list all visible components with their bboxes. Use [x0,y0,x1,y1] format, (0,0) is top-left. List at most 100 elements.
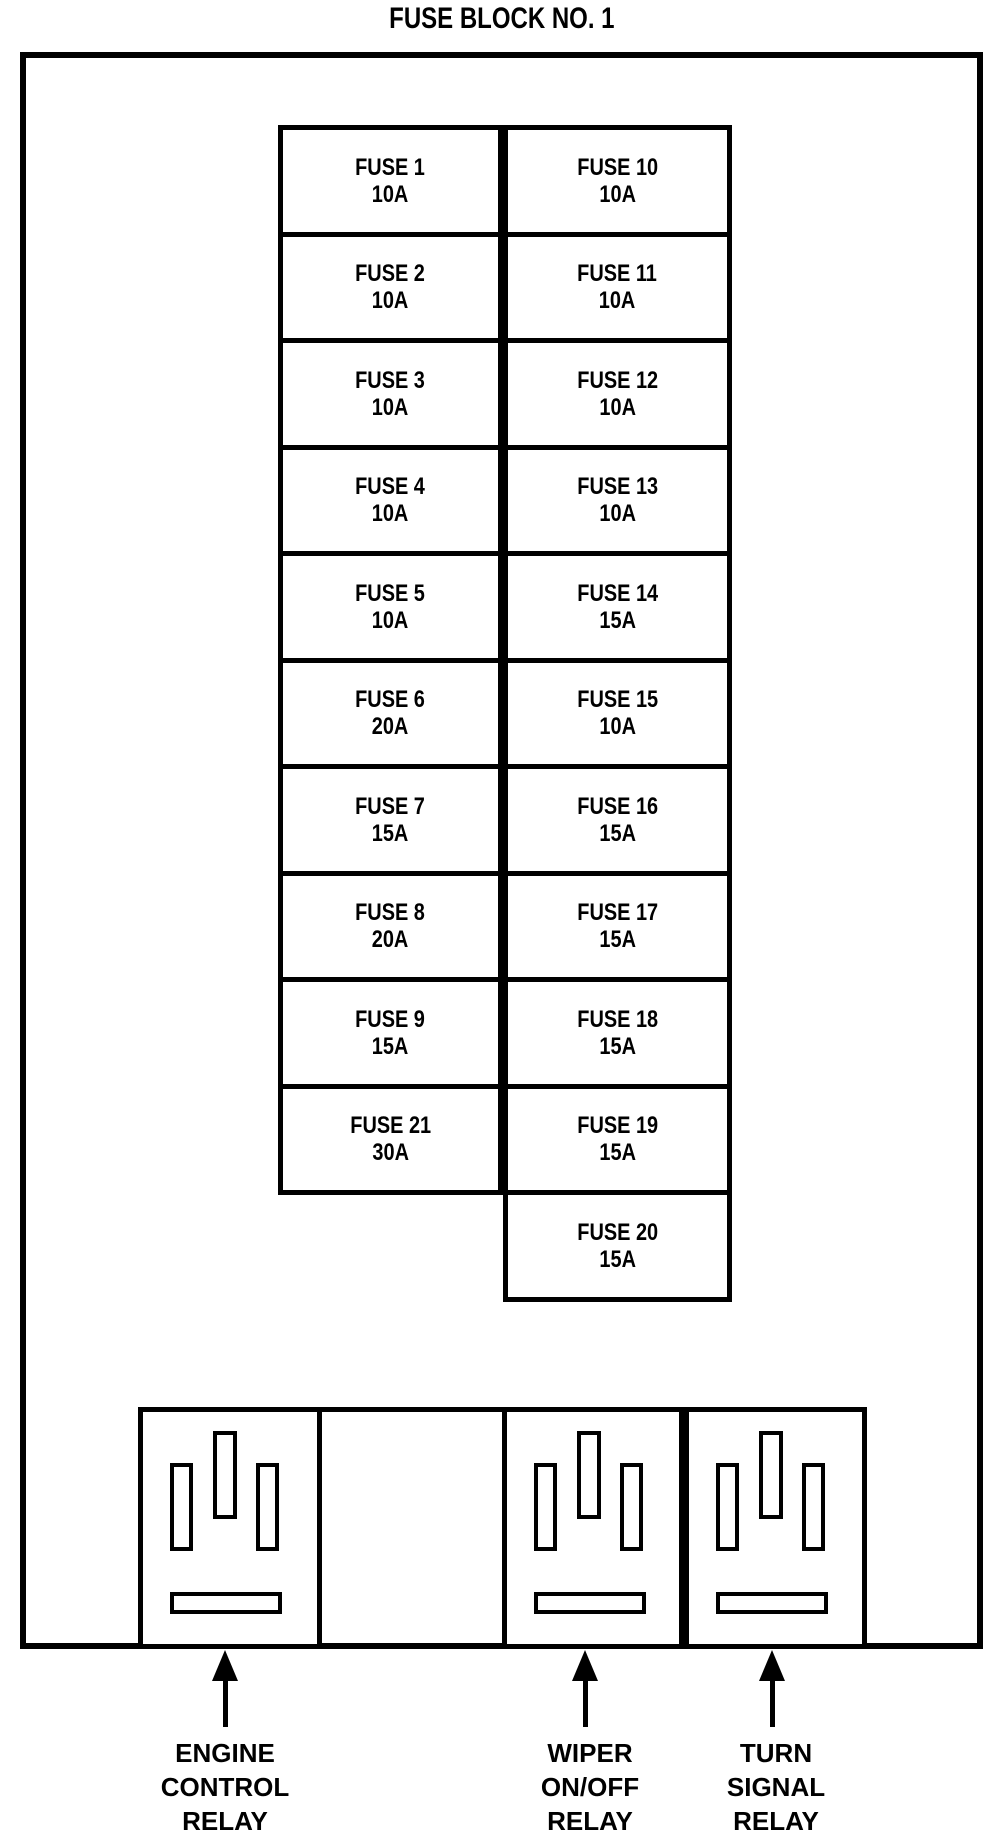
fuse-amp: 10A [599,287,636,315]
arrowhead [212,1650,238,1681]
relay-label-engine-control: ENGINE CONTROL RELAY [115,1736,335,1838]
relay-label-turn-signal: TURN SIGNAL RELAY [666,1736,886,1838]
relay-label-line: WIPER [547,1738,633,1768]
fuse-name: FUSE 4 [355,473,426,501]
fuse-amp: 15A [599,1245,636,1273]
fuse-name: FUSE 13 [577,473,658,501]
relay-pin-slot-bottom [534,1592,646,1614]
fuse-name: FUSE 9 [355,1005,426,1033]
fuse-amp: 10A [372,287,409,315]
fuse-amp: 15A [599,1032,636,1060]
relay-label-line: ON/OFF [540,1772,640,1802]
fuse-name: FUSE 12 [577,366,658,394]
fuse-name: FUSE 8 [355,899,426,927]
relay-socket-wiper-onoff [502,1407,684,1649]
fuse-name: FUSE 5 [355,579,426,607]
arrow-up-icon [572,1650,598,1727]
relay-label-line: RELAY [547,1806,633,1836]
relay-label-line: RELAY [733,1806,819,1836]
fuse-name: FUSE 20 [577,1218,658,1246]
fuse-amp: 10A [599,180,636,208]
arrowhead [572,1650,598,1681]
fuse-amp: 10A [599,500,636,528]
fuse-block-outline [20,52,983,1649]
relay-pin-slot-center [577,1431,601,1519]
relay-socket-engine-control [138,1407,322,1649]
fuse-amp: 10A [372,180,409,208]
relay-pin-slot-left [170,1463,193,1551]
relay-label-line: CONTROL [160,1772,290,1802]
fuse-amp: 10A [372,500,409,528]
fuse-amp: 15A [599,819,636,847]
fuse-amp: 15A [599,1139,636,1167]
fuse-amp: 15A [372,1032,409,1060]
relay-pin-slot-left [534,1463,557,1551]
relay-label-line: ENGINE [175,1738,275,1768]
fuse-name: FUSE 1 [355,153,426,181]
fuse-amp: 10A [599,393,636,421]
fuse-amp: 20A [372,713,409,741]
fuse-name: FUSE 17 [577,899,658,927]
arrow-up-icon [212,1650,238,1727]
arrow-up-icon [759,1650,785,1727]
fuse-amp: 15A [599,606,636,634]
fuse-name: FUSE 6 [355,686,426,714]
fuse-name: FUSE 14 [577,579,658,607]
relay-pin-slot-center [759,1431,783,1519]
fuse-name: FUSE 19 [577,1112,658,1140]
relay-pin-slot-right [620,1463,643,1551]
relay-label-line: SIGNAL [726,1772,826,1802]
relay-pin-slot-left [716,1463,739,1551]
fuse-name: FUSE 2 [355,260,426,288]
fuse-name: FUSE 16 [577,792,658,820]
arrow-shaft [222,1679,228,1727]
fuse-name: FUSE 15 [577,686,658,714]
fuse-amp: 30A [372,1139,409,1167]
relay-label-line: RELAY [182,1806,268,1836]
fuse-name: FUSE 7 [355,792,426,820]
fuse-name: FUSE 18 [577,1005,658,1033]
relay-label-line: TURN [739,1738,813,1768]
fuse-name: FUSE 11 [577,260,658,288]
fuse-amp: 20A [372,926,409,954]
fuse-amp: 10A [372,606,409,634]
fuse-name: FUSE 21 [350,1112,431,1140]
relay-pin-slot-bottom [170,1592,282,1614]
relay-pin-slot-right [802,1463,825,1551]
fuse-amp: 10A [599,713,636,741]
relay-pin-slot-center [213,1431,237,1519]
relay-pin-slot-right [256,1463,279,1551]
relay-pin-slot-bottom [716,1592,828,1614]
diagram-title-text: FUSE BLOCK NO. 1 [388,2,615,35]
fuse-name: FUSE 3 [355,366,426,394]
arrow-shaft [582,1679,588,1727]
diagram-title: FUSE BLOCK NO. 1 [0,2,1003,36]
relay-top-connector-line [318,1407,508,1412]
arrow-shaft [769,1679,775,1727]
fuse-amp: 15A [599,926,636,954]
relay-label-wiper-onoff: WIPER ON/OFF RELAY [480,1736,700,1838]
relay-socket-turn-signal [684,1407,867,1649]
fuse-amp: 15A [372,819,409,847]
